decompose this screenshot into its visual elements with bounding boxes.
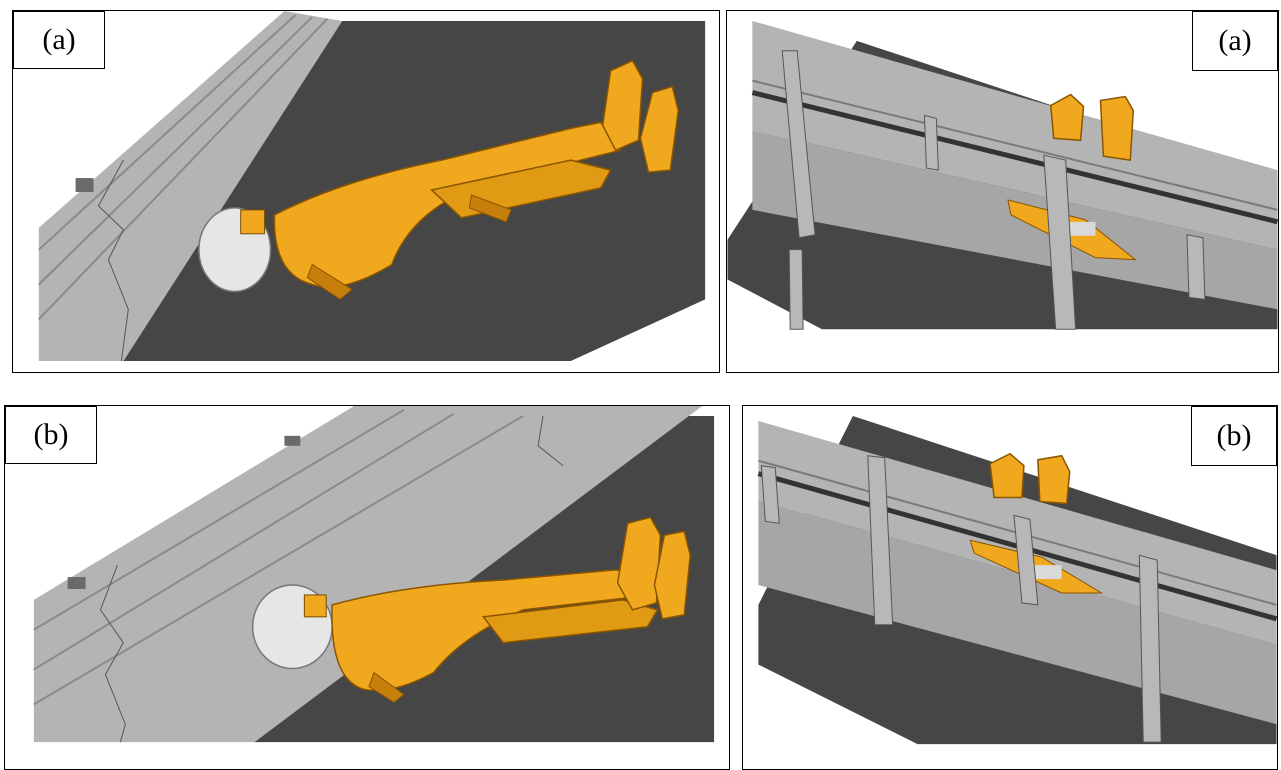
barrier-bracket bbox=[284, 435, 301, 446]
dummy-feet-behind-barrier bbox=[1007, 93, 1137, 261]
dummy-body bbox=[331, 569, 654, 692]
panel-label: (a) bbox=[1192, 11, 1278, 71]
dummy-feet-behind-barrier bbox=[969, 452, 1104, 594]
panel-bottom-left: (b) bbox=[4, 405, 730, 770]
barrier-bracket bbox=[75, 178, 94, 192]
dummy-foot bbox=[1037, 454, 1071, 505]
dummy-foot bbox=[1099, 95, 1135, 162]
dummy-foot bbox=[639, 85, 680, 173]
barrier-posts bbox=[781, 50, 1206, 330]
guardrail-rail bbox=[752, 20, 1278, 250]
guardrail-barrier bbox=[33, 406, 703, 743]
panel-bottom-right: (b) bbox=[742, 405, 1278, 770]
scene-dummy-near-barrier bbox=[33, 406, 715, 743]
panel-label: (a) bbox=[13, 11, 105, 69]
scene-barrier-rear-view bbox=[757, 415, 1277, 745]
crash-test-dummy bbox=[198, 59, 680, 301]
dummy-body bbox=[273, 121, 622, 288]
panel-label: (b) bbox=[1191, 406, 1277, 466]
panel-top-left: (a) bbox=[12, 10, 720, 373]
scene-dummy-near-barrier bbox=[38, 11, 706, 362]
barrier-posts bbox=[760, 455, 1162, 743]
scene-barrier-rear-view bbox=[727, 20, 1278, 330]
panel-top-right: (a) bbox=[726, 10, 1279, 373]
barrier-bracket bbox=[67, 577, 86, 589]
dummy-foot bbox=[616, 516, 662, 611]
rail-gap bbox=[751, 90, 1278, 225]
crash-test-dummy bbox=[251, 516, 691, 703]
dummy-foot bbox=[1049, 93, 1085, 142]
guardrail-lower-rail bbox=[752, 130, 1278, 310]
dummy-foot bbox=[989, 452, 1025, 499]
dummy-foot bbox=[653, 530, 691, 620]
dummy-foot bbox=[601, 59, 644, 152]
panel-label: (b) bbox=[5, 406, 97, 464]
guardrail-barrier bbox=[38, 11, 343, 362]
dummy-leg bbox=[481, 599, 659, 644]
